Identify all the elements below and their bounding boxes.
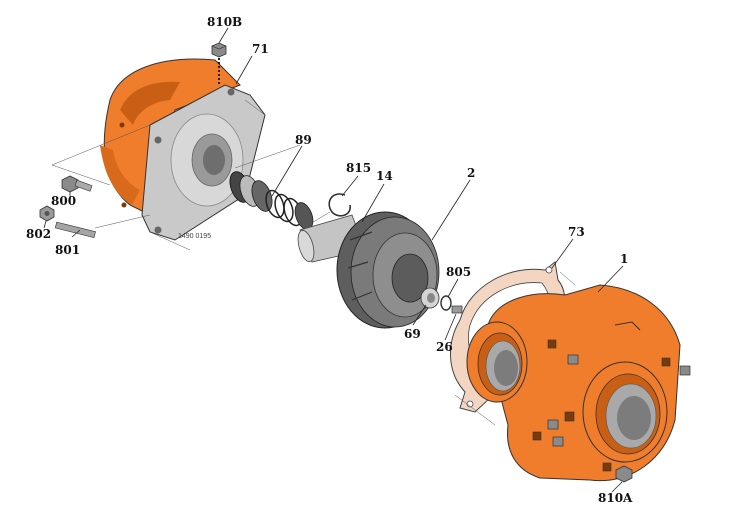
screw-26 xyxy=(451,305,463,314)
bracket-adapter-71 xyxy=(100,58,266,241)
oring-805 xyxy=(440,295,452,311)
callout-2: 2 xyxy=(467,166,475,180)
bolt-810b xyxy=(211,42,227,58)
callout-69: 69 xyxy=(404,327,421,341)
callout-89: 89 xyxy=(295,133,312,147)
leader-lines xyxy=(43,27,624,493)
impeller-2 xyxy=(336,211,440,329)
callout-810b: 810B xyxy=(207,15,242,29)
pump-casing-1 xyxy=(466,284,691,482)
callout-815: 815 xyxy=(346,161,371,175)
callout-800: 800 xyxy=(51,194,76,208)
stud-801 xyxy=(54,221,96,238)
callout-805: 805 xyxy=(446,265,471,279)
nut-802 xyxy=(39,205,55,222)
callout-1: 1 xyxy=(620,252,628,266)
callout-14: 14 xyxy=(376,169,393,183)
callout-801: 801 xyxy=(55,243,80,257)
callout-802: 802 xyxy=(26,227,51,241)
drawing-reference-code: 1490 0195 xyxy=(178,233,211,240)
plug-810a xyxy=(615,465,633,483)
bolt-800 xyxy=(61,175,93,193)
callout-26: 26 xyxy=(436,340,453,354)
callout-73: 73 xyxy=(568,225,585,239)
callout-71: 71 xyxy=(252,42,269,56)
mechanical-seal-89 xyxy=(229,171,314,230)
circlip-815 xyxy=(328,193,351,217)
callout-810a: 810A xyxy=(598,491,633,505)
